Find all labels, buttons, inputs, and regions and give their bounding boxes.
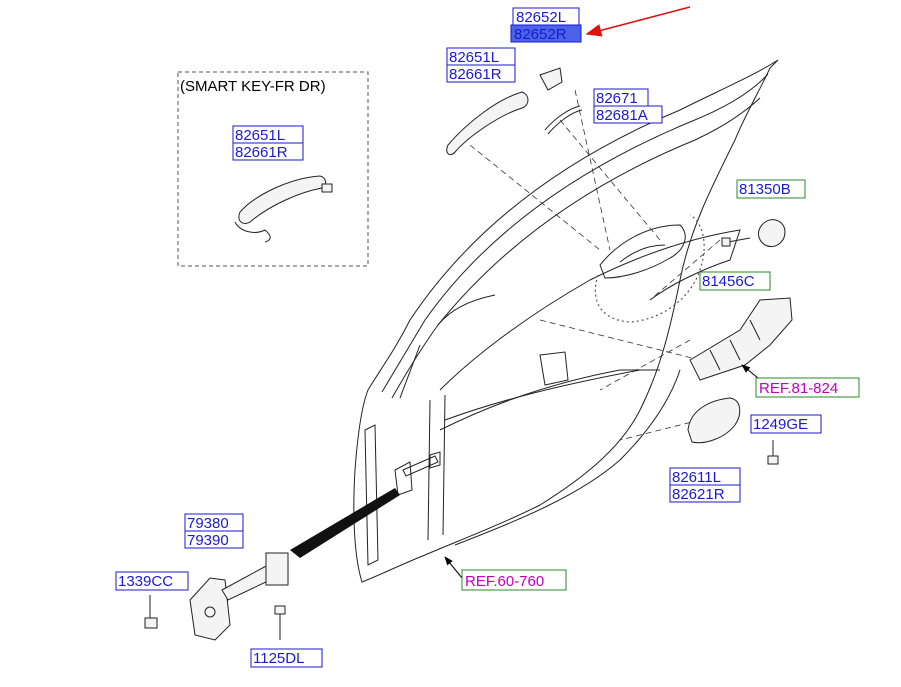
door-striker bbox=[721, 219, 786, 247]
label-82661r-top[interactable]: 82661R bbox=[449, 66, 502, 83]
label-81350b[interactable]: 81350B bbox=[739, 181, 791, 198]
label-1125dl[interactable]: 1125DL bbox=[253, 650, 304, 667]
label-82652r[interactable]: 82652R bbox=[514, 26, 567, 43]
door-latch bbox=[689, 297, 793, 381]
inside-handle bbox=[687, 397, 741, 444]
handle-gasket bbox=[544, 105, 583, 135]
label-box-82621r bbox=[669, 484, 741, 503]
ref-81-824-arrow bbox=[741, 364, 759, 379]
label-box-81456c bbox=[699, 271, 771, 291]
label-box-1125dl bbox=[250, 648, 323, 668]
outside-handle bbox=[446, 91, 529, 156]
door-checker-strap bbox=[290, 488, 400, 558]
label-82652l[interactable]: 82652L bbox=[516, 9, 566, 26]
label-ref-81-824[interactable]: REF.81-824 bbox=[759, 380, 838, 397]
smart-key-outside-handle bbox=[238, 175, 327, 225]
screw-1249ge bbox=[767, 440, 779, 465]
smart-key-wire bbox=[234, 221, 271, 243]
label-81456c[interactable]: 81456C bbox=[702, 273, 755, 290]
label-82651l-smartkey[interactable]: 82651L bbox=[235, 127, 285, 144]
smart-key-dashed-frame bbox=[177, 71, 369, 267]
label-box-82661r-smartkey bbox=[232, 142, 304, 161]
label-box-1249ge bbox=[750, 414, 822, 434]
label-box-82681a bbox=[593, 105, 663, 124]
label-box-82652r-highlight bbox=[510, 24, 582, 43]
leader-lines bbox=[469, 89, 721, 441]
label-box-1339cc bbox=[115, 571, 189, 591]
door-checker bbox=[189, 552, 289, 641]
label-box-81350b bbox=[736, 179, 806, 199]
handle-cover bbox=[539, 67, 563, 91]
ref-60-760-arrow bbox=[444, 556, 463, 579]
label-ref-60-760[interactable]: REF.60-760 bbox=[465, 573, 544, 590]
label-82671[interactable]: 82671 bbox=[596, 90, 638, 107]
label-box-ref-60-760 bbox=[461, 569, 567, 591]
bolt-1125dl bbox=[274, 605, 286, 640]
smart-key-group: (SMART KEY-FR DR) bbox=[177, 71, 369, 267]
label-82651l-top[interactable]: 82651L bbox=[449, 49, 499, 66]
label-82621r[interactable]: 82621R bbox=[672, 486, 725, 503]
label-79390[interactable]: 79390 bbox=[187, 532, 229, 549]
label-82681a[interactable]: 82681A bbox=[596, 107, 648, 124]
label-82611l[interactable]: 82611L bbox=[672, 469, 721, 486]
label-box-82661r-top bbox=[446, 64, 516, 83]
label-box-ref-81-824 bbox=[755, 377, 860, 398]
label-79380[interactable]: 79380 bbox=[187, 515, 229, 532]
label-1339cc[interactable]: 1339CC bbox=[118, 573, 173, 590]
highlight-pointer-arrow bbox=[585, 6, 691, 37]
smart-key-caption: (SMART KEY-FR DR) bbox=[180, 78, 326, 95]
nut-1339cc bbox=[144, 595, 158, 629]
label-box-79390 bbox=[184, 530, 244, 549]
label-1249ge[interactable]: 1249GE bbox=[753, 416, 808, 433]
front-door-panel bbox=[353, 59, 779, 583]
label-82661r-smartkey[interactable]: 82661R bbox=[235, 144, 288, 161]
